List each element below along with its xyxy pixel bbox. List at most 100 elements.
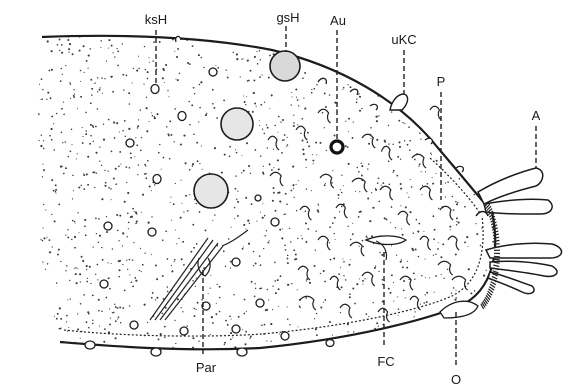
stipple-dot: [147, 71, 149, 73]
stipple-dot: [95, 172, 97, 174]
stipple-dot: [456, 93, 458, 95]
stipple-dot: [33, 309, 35, 311]
stipple-dot: [436, 70, 438, 72]
stipple-dot: [484, 320, 485, 321]
stipple-dot: [96, 233, 97, 234]
stipple-dot: [368, 163, 369, 164]
stipple-dot: [366, 35, 367, 36]
stipple-dot: [358, 93, 360, 95]
fibrillar-squiggle: [350, 242, 364, 256]
stipple-dot: [111, 263, 112, 264]
stipple-dot: [192, 224, 194, 226]
stipple-dot: [293, 125, 295, 127]
stipple-dot: [272, 286, 273, 287]
stipple-dot: [280, 121, 281, 122]
stipple-dot: [422, 352, 424, 354]
stipple-dot: [136, 220, 138, 222]
stipple-dot: [418, 165, 419, 166]
stipple-dot: [376, 322, 378, 324]
stipple-dot: [59, 39, 61, 41]
stipple-dot: [393, 301, 394, 302]
stipple-dot: [242, 329, 243, 330]
stipple-dot: [39, 84, 40, 85]
stipple-dot: [293, 115, 294, 116]
stipple-dot: [287, 137, 288, 138]
stipple-dot: [358, 171, 360, 173]
stipple-dot: [263, 248, 264, 249]
stipple-dot: [42, 240, 43, 241]
stipple-dot: [104, 170, 105, 171]
stipple-dot: [441, 340, 443, 342]
stipple-dot: [382, 182, 384, 184]
stipple-dot: [29, 188, 31, 190]
stipple-dot: [180, 217, 182, 219]
stipple-dot: [347, 146, 349, 148]
stipple-dot: [341, 286, 343, 288]
stipple-dot: [418, 51, 419, 52]
stipple-dot: [348, 264, 350, 266]
stipple-dot: [42, 176, 43, 177]
stipple-dot: [148, 222, 150, 224]
stipple-dot: [289, 324, 290, 325]
stipple-dot: [473, 194, 475, 196]
stipple-dot: [217, 284, 218, 285]
stipple-dot: [277, 159, 279, 161]
stipple-dot: [142, 264, 144, 266]
stipple-dot: [145, 173, 147, 175]
stipple-dot: [482, 105, 484, 107]
stipple-dot: [425, 171, 426, 172]
stipple-dot: [381, 150, 383, 152]
stipple-dot: [399, 89, 401, 91]
stipple-dot: [485, 307, 486, 308]
stipple-dot: [67, 299, 68, 300]
stipple-dot: [375, 71, 377, 73]
stipple-dot: [103, 341, 105, 343]
stipple-dot: [478, 297, 479, 298]
stipple-dot: [88, 55, 90, 57]
stipple-dot: [343, 185, 344, 186]
stipple-dot: [127, 192, 129, 194]
stipple-dot: [69, 280, 70, 281]
stipple-dot: [57, 44, 59, 46]
stipple-dot: [455, 253, 457, 255]
stipple-dot: [256, 106, 257, 107]
stipple-dot: [163, 157, 165, 159]
stipple-dot: [294, 197, 295, 198]
stipple-dot: [261, 325, 263, 327]
stipple-dot: [468, 268, 470, 270]
stipple-dot: [174, 108, 176, 110]
stipple-dot: [385, 73, 387, 75]
stipple-dot: [168, 135, 170, 137]
stipple-dot: [426, 30, 428, 32]
stipple-dot: [274, 261, 276, 263]
stipple-dot: [128, 222, 130, 224]
stipple-dot: [101, 247, 102, 248]
stipple-dot: [389, 183, 391, 185]
stipple-dot: [80, 81, 81, 82]
stipple-dot: [179, 73, 180, 74]
ukc-cell: [390, 94, 408, 110]
stipple-dot: [95, 217, 97, 219]
stipple-dot: [409, 279, 410, 280]
stipple-dot: [359, 211, 361, 213]
stipple-dot: [63, 102, 64, 103]
stipple-dot: [269, 55, 271, 57]
stipple-dot: [253, 251, 254, 252]
stipple-dot: [118, 240, 119, 241]
stipple-dot: [399, 54, 401, 56]
stipple-dot: [367, 347, 368, 348]
stipple-dot: [97, 264, 99, 266]
stipple-dot: [74, 236, 76, 238]
stipple-dot: [77, 108, 78, 109]
stipple-dot: [149, 185, 151, 187]
stipple-dot: [130, 153, 132, 155]
stipple-dot: [441, 274, 442, 275]
stipple-dot: [474, 50, 476, 52]
stipple-dot: [129, 103, 131, 105]
fibrillar-squiggle: [400, 276, 413, 290]
stipple-dot: [484, 58, 485, 59]
stipple-dot: [97, 279, 98, 280]
stipple-dot: [165, 64, 167, 66]
stipple-dot: [483, 289, 485, 291]
